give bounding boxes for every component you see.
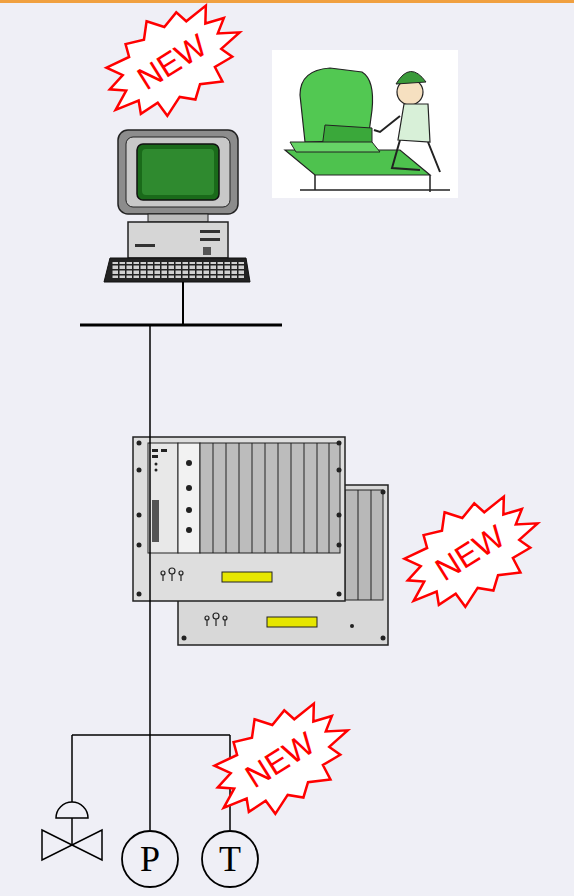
- starburst-shape: [383, 474, 556, 630]
- new-starburst: NEW: [191, 680, 369, 841]
- circle-shape: [122, 831, 178, 887]
- new-starburst: NEW: [83, 0, 261, 142]
- pressure-instrument: P: [121, 830, 179, 888]
- operator-clipart: [272, 50, 458, 198]
- circle-shape: [202, 831, 258, 887]
- workstation: [104, 130, 250, 282]
- control-valve-symbol: [42, 802, 102, 860]
- workstation-drop: [182, 282, 184, 325]
- network-bus: [80, 324, 282, 327]
- new-starburst: NEW: [381, 473, 559, 634]
- starburst-shape: [193, 681, 366, 837]
- top-bar: [0, 0, 574, 3]
- starburst-shape: [85, 0, 258, 138]
- controller-rack-front: [133, 437, 345, 601]
- instrument-letter: P: [140, 841, 160, 877]
- field-wiring: [72, 325, 230, 830]
- temperature-instrument: T: [201, 830, 259, 888]
- instrument-letter: T: [219, 841, 241, 877]
